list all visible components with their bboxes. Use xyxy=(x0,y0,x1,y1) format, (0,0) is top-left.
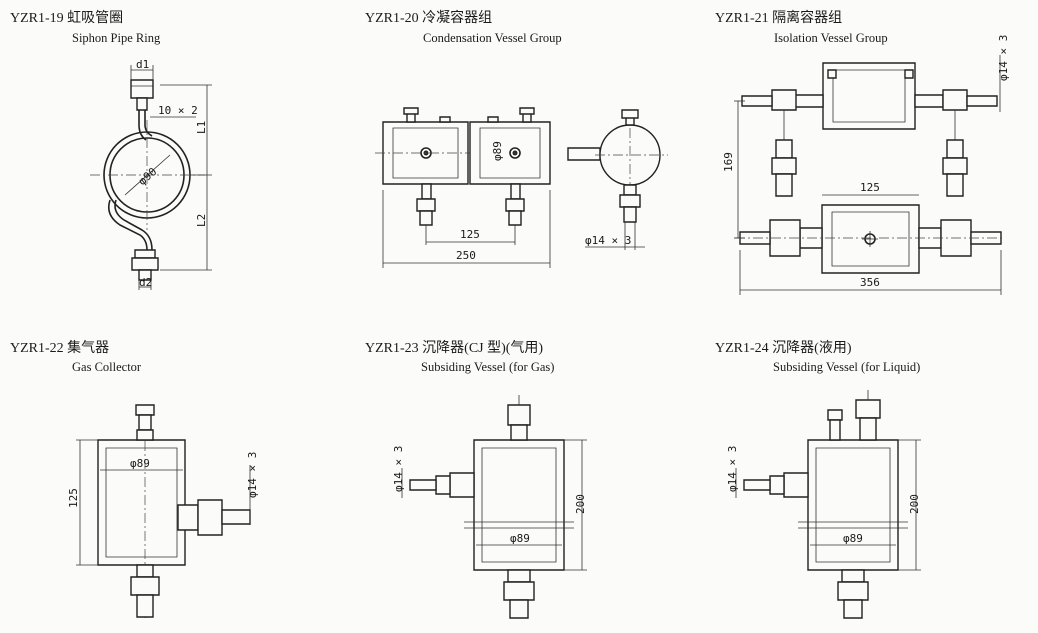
gas-collector-pipe-label: φ14 × 3 xyxy=(246,452,259,498)
subsiding-gas-code: YZR1-23 沉降器(CJ 型)(气用) xyxy=(365,341,544,356)
gas-collector-code: YZR1-22 集气器 xyxy=(10,341,110,356)
isolation-vessel-group-drawing: φ14 × 3 169 125 356 xyxy=(722,35,1010,295)
isolation-height-label: 169 xyxy=(722,152,735,172)
siphon-l1-label: L1 xyxy=(195,121,208,134)
siphon-l2-label: L2 xyxy=(195,214,208,227)
subsiding-vessel-liquid-drawing: φ89 φ14 × 3 200 xyxy=(726,390,921,618)
gas-collector-drawing: φ89 125 φ14 × 3 xyxy=(67,405,259,620)
isolation-group-code: YZR1-21 隔离容器组 xyxy=(715,11,843,26)
condensation-spacing-label: 125 xyxy=(460,228,480,241)
subsiding-liquid-diameter-label: φ89 xyxy=(843,532,863,545)
isolation-spacing-label: 125 xyxy=(860,181,880,194)
gas-collector-diameter-label: φ89 xyxy=(130,457,150,470)
condensation-group-code: YZR1-20 冷凝容器组 xyxy=(365,11,493,26)
subsiding-gas-diameter-label: φ89 xyxy=(510,532,530,545)
condensation-width-label: 250 xyxy=(456,249,476,262)
condensation-group-title: Condensation Vessel Group xyxy=(423,31,562,45)
subsiding-liquid-title: Subsiding Vessel (for Liquid) xyxy=(773,360,921,374)
gas-collector-height-label: 125 xyxy=(67,488,80,508)
subsiding-vessel-gas-drawing: φ89 φ14 × 3 200 xyxy=(392,395,587,618)
condensation-vessel-group-drawing: φ89 125 250 φ14 × 3 xyxy=(375,108,668,268)
subsiding-liquid-code: YZR1-24 沉降器(液用) xyxy=(715,341,852,356)
isolation-pipe-label: φ14 × 3 xyxy=(997,35,1010,81)
gas-collector-title: Gas Collector xyxy=(72,360,142,374)
siphon-ring-title: Siphon Pipe Ring xyxy=(72,31,161,45)
siphon-diameter-label: φ90 xyxy=(136,165,160,188)
isolation-width-label: 356 xyxy=(860,276,880,289)
subsiding-liquid-pipe-label: φ14 × 3 xyxy=(726,446,739,492)
siphon-pipe-ring-drawing: d1 φ90 10 × 2 d2 L1 L2 xyxy=(90,58,212,290)
siphon-d2-label: d2 xyxy=(139,276,152,289)
siphon-d1-label: d1 xyxy=(136,58,149,71)
subsiding-gas-height-label: 200 xyxy=(574,494,587,514)
subsiding-gas-title: Subsiding Vessel (for Gas) xyxy=(421,360,555,374)
siphon-pipe-label: 10 × 2 xyxy=(158,104,198,117)
subsiding-liquid-height-label: 200 xyxy=(908,494,921,514)
condensation-diameter-label: φ89 xyxy=(491,141,504,161)
subsiding-gas-pipe-label: φ14 × 3 xyxy=(392,446,405,492)
condensation-pipe-label: φ14 × 3 xyxy=(585,234,631,247)
siphon-ring-code: YZR1-19 虹吸管圈 xyxy=(10,11,124,26)
isolation-group-title: Isolation Vessel Group xyxy=(774,31,888,45)
